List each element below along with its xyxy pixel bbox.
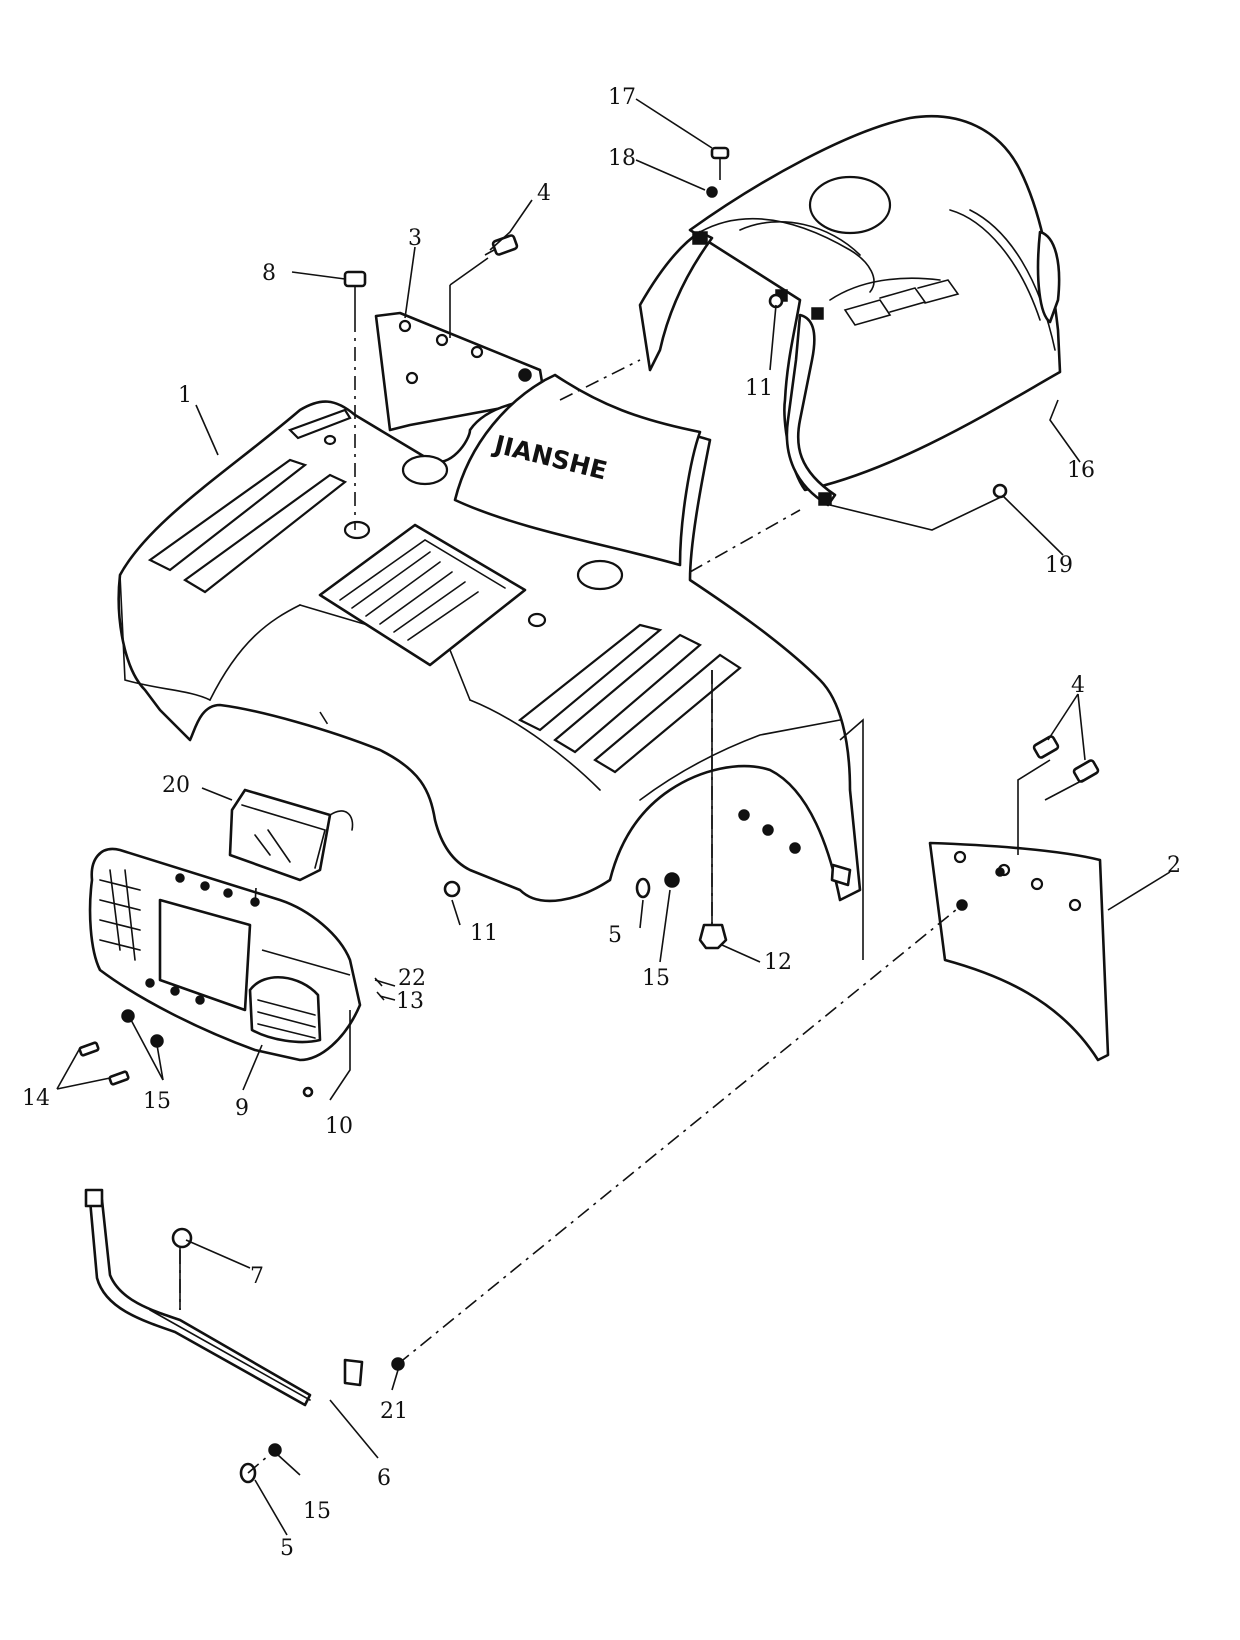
callout-7: 7 — [250, 1264, 264, 1289]
callout-16: 16 — [1067, 458, 1095, 483]
callout-4-top: 4 — [537, 181, 551, 206]
bolt-8 — [343, 270, 367, 318]
bracket-part-6 — [84, 1188, 364, 1407]
callout-8: 8 — [262, 261, 276, 286]
washer-15-left-a — [121, 1009, 135, 1023]
callout-15-mid: 15 — [642, 966, 670, 991]
bolt-4-top — [484, 234, 519, 256]
callout-4-right: 4 — [1071, 673, 1085, 698]
callout-21: 21 — [380, 1399, 408, 1424]
callout-15-bottom: 15 — [303, 1499, 331, 1524]
callout-5-bottom: 5 — [280, 1536, 294, 1561]
callout-10: 10 — [325, 1114, 353, 1139]
washer-15-mid — [664, 872, 680, 888]
callout-5-mid: 5 — [608, 923, 622, 948]
callout-3: 3 — [408, 226, 422, 251]
callout-1: 1 — [178, 383, 192, 408]
callout-9: 9 — [235, 1096, 249, 1121]
callout-22: 22 — [398, 966, 426, 991]
callout-14: 14 — [22, 1086, 50, 1111]
bolt-17 — [710, 146, 730, 180]
callout-11-bottom: 11 — [470, 921, 498, 946]
bolts-4-right — [1032, 735, 1100, 783]
callout-6: 6 — [377, 1466, 391, 1491]
screws-14 — [78, 1041, 130, 1086]
assembly-lines — [179, 318, 963, 1474]
callout-11-top: 11 — [745, 376, 773, 401]
headlight-part-20 — [228, 788, 354, 882]
front-fender-part-1: JIANSHE — [117, 373, 862, 903]
callout-20: 20 — [162, 773, 190, 798]
callout-2: 2 — [1167, 853, 1181, 878]
callout-17: 17 — [608, 85, 636, 110]
clip-10 — [302, 1086, 314, 1098]
callout-13: 13 — [396, 989, 424, 1014]
callout-labels: 1 2 3 4 4 5 5 6 7 8 9 10 11 11 12 13 14 … — [22, 85, 1181, 1561]
washer-5-mid — [635, 877, 651, 899]
callout-15-left: 15 — [143, 1089, 171, 1114]
leader-lines — [56, 98, 1171, 1536]
callout-19: 19 — [1045, 553, 1073, 578]
rear-fender-part-16 — [638, 114, 1062, 507]
callout-12: 12 — [764, 950, 792, 975]
headlight-housing-part-9 — [88, 847, 362, 1062]
nut-19 — [992, 483, 1008, 499]
washer-18 — [706, 186, 718, 198]
fuel-cap-hole — [808, 175, 892, 235]
side-panel-part-2 — [928, 841, 1110, 1062]
nut-11-bottom — [443, 880, 461, 898]
callout-18: 18 — [608, 146, 636, 171]
